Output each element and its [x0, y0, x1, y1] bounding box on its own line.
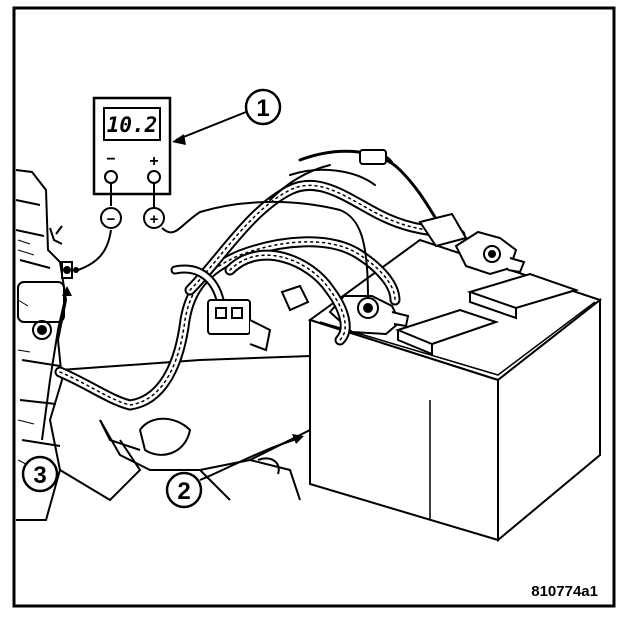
positive-lead: [161, 201, 369, 299]
engine-bay-floor: [59, 354, 311, 501]
negative-lead: [77, 229, 112, 271]
negative-probe-label: −: [107, 211, 116, 228]
meter-display-window: [103, 107, 161, 141]
negative-lead-clip: [73, 267, 79, 273]
callout-2-leader: [199, 437, 301, 481]
svg-text:3: 3: [33, 462, 46, 489]
meter-negative-jack: [104, 170, 118, 184]
positive-probe: +: [143, 207, 165, 229]
callout-2: 2: [165, 471, 203, 509]
callout-3-arrowhead: [62, 286, 72, 296]
wiring-harness: [54, 149, 466, 411]
negative-probe: −: [100, 207, 122, 229]
callout-3-leader: [41, 289, 68, 441]
meter-positive-label: +: [149, 153, 158, 170]
meter-reading: 10.2: [107, 113, 158, 137]
positive-probe-label: +: [150, 211, 159, 228]
callout-2-arrowhead: [292, 434, 304, 444]
meter-positive-jack: [147, 170, 161, 184]
test-leads: [77, 183, 369, 299]
meter-negative-label: −: [106, 151, 115, 168]
engine-shading: [17, 239, 35, 467]
digital-voltmeter: 10.2 − +: [92, 96, 172, 196]
callout-1: 1: [244, 88, 282, 126]
figure-code: 810774a1: [531, 583, 598, 600]
svg-text:2: 2: [177, 478, 190, 505]
harness-connectors: [207, 149, 468, 352]
positive-battery-terminal: [454, 230, 526, 276]
callout-1-arrowhead: [172, 134, 186, 145]
callout-3: 3: [21, 455, 59, 493]
callout-1-leader: [175, 111, 247, 141]
ground-stud: [61, 261, 73, 279]
svg-text:1: 1: [256, 95, 269, 122]
